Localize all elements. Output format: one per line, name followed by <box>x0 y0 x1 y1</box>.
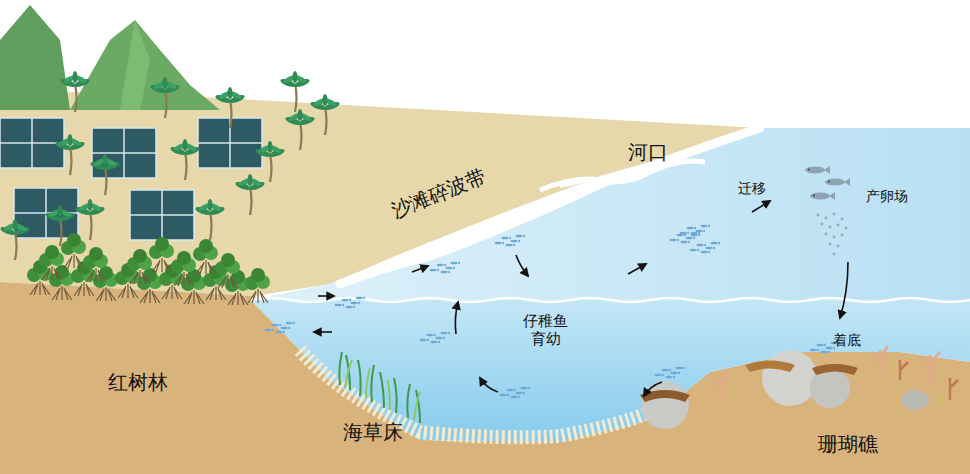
region-label: 海草床 <box>343 420 403 444</box>
region-label: 红树林 <box>108 370 168 394</box>
region-label: 珊瑚礁 <box>818 432 878 456</box>
region-label: 仔稚鱼 育幼 <box>520 312 571 348</box>
region-label: 河口 <box>628 140 668 164</box>
region-label: 着底 <box>833 332 861 349</box>
region-label: 迁移 <box>738 180 766 197</box>
region-label: 产卵场 <box>866 188 908 205</box>
